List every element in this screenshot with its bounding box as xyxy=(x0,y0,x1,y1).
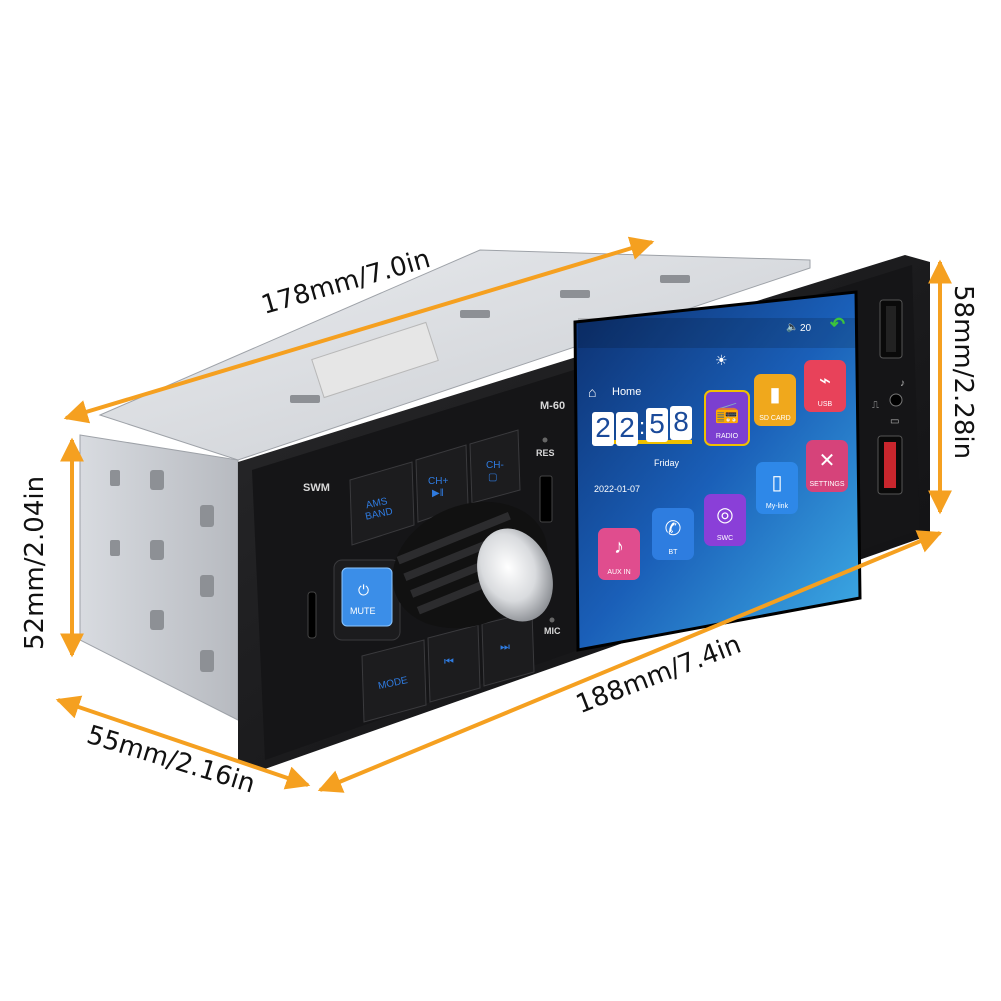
tile-my-link[interactable]: ▯ My-link xyxy=(756,462,798,514)
home-icon[interactable]: ⌂ xyxy=(588,384,597,400)
music-note-icon: ♪ xyxy=(900,378,905,389)
usb-port-icon: ⎍ xyxy=(872,400,879,411)
aux-jack xyxy=(889,393,903,407)
left-slot xyxy=(307,591,317,639)
mic-hole xyxy=(549,617,555,623)
tile-settings[interactable]: ✕ SETTINGS xyxy=(806,440,848,492)
mute-label: MUTE xyxy=(350,606,376,616)
ch-down-label: CH- xyxy=(486,460,504,471)
tile-sd-card[interactable]: ▮ SD CARD xyxy=(754,374,796,426)
radio-icon: 📻 xyxy=(714,402,740,424)
clock-colon: : xyxy=(639,414,646,439)
res-hole xyxy=(542,437,548,443)
prev-track-icon: ⏮ xyxy=(444,656,454,668)
volume-level: 20 xyxy=(800,323,812,334)
sd-slot xyxy=(539,475,553,523)
home-label: Home xyxy=(612,386,642,398)
mic-label: MIC xyxy=(544,626,561,636)
clock-digit-h2: 2 xyxy=(616,412,638,446)
aux-cable-icon: ♪ xyxy=(614,536,624,558)
battery-icon: ▭ xyxy=(890,416,900,427)
bluetooth-phone-icon: ✆ xyxy=(664,518,682,540)
back-arrow-icon[interactable]: ↶ xyxy=(830,314,846,334)
tile-usb[interactable]: ⌁ USB xyxy=(804,360,846,412)
brand-label: SWM xyxy=(303,482,330,494)
screen-topbar xyxy=(578,318,858,348)
ch-down-button[interactable] xyxy=(469,429,521,504)
usb-icon: ⌁ xyxy=(818,370,832,392)
res-label: RES xyxy=(536,448,555,458)
tile-aux-in[interactable]: ♪ AUX IN xyxy=(598,528,640,580)
ams-band-button[interactable] xyxy=(349,461,415,546)
clock-digit-m1: 5 xyxy=(646,408,668,442)
model-label: M-60 xyxy=(540,400,566,412)
ch-up-label: CH+ xyxy=(428,476,449,487)
folder-icon: ▢ xyxy=(488,472,498,483)
clock-digit-h1: 2 xyxy=(592,412,614,446)
tile-radio[interactable]: 📻 RADIO xyxy=(704,390,750,446)
ch-up-play-icon: ▶‖ xyxy=(432,488,444,499)
left-height-label: 52mm/2.04in xyxy=(20,475,50,650)
next-track-icon: ⏭ xyxy=(500,641,510,653)
settings-tools-icon: ✕ xyxy=(818,450,836,472)
right-height-label: 58mm/2.28in xyxy=(948,285,978,460)
prev-button[interactable] xyxy=(427,624,481,703)
power-icon: ⏻ xyxy=(358,582,370,598)
tile-swc[interactable]: ◎ SWC xyxy=(704,494,746,546)
depth-arrow xyxy=(55,695,311,790)
weekday: Friday xyxy=(654,458,680,468)
front-width-arrow xyxy=(317,530,943,793)
tile-bt[interactable]: ✆ BT xyxy=(652,508,694,560)
steering-wheel-icon: ◎ xyxy=(716,504,734,526)
volume-icon: 🔈 xyxy=(786,322,799,333)
clock-widget: 2 2 : 5 8 Friday 2022-01-07 xyxy=(592,406,692,496)
date: 2022-01-07 xyxy=(594,484,641,494)
clock-digit-m2: 8 xyxy=(670,406,692,440)
dimension-arrows xyxy=(55,236,952,793)
phone-link-icon: ▯ xyxy=(771,472,783,494)
top-width-arrow xyxy=(63,236,655,424)
sd-card-icon: ▮ xyxy=(769,384,781,406)
brightness-icon[interactable]: ☀ xyxy=(715,352,728,368)
